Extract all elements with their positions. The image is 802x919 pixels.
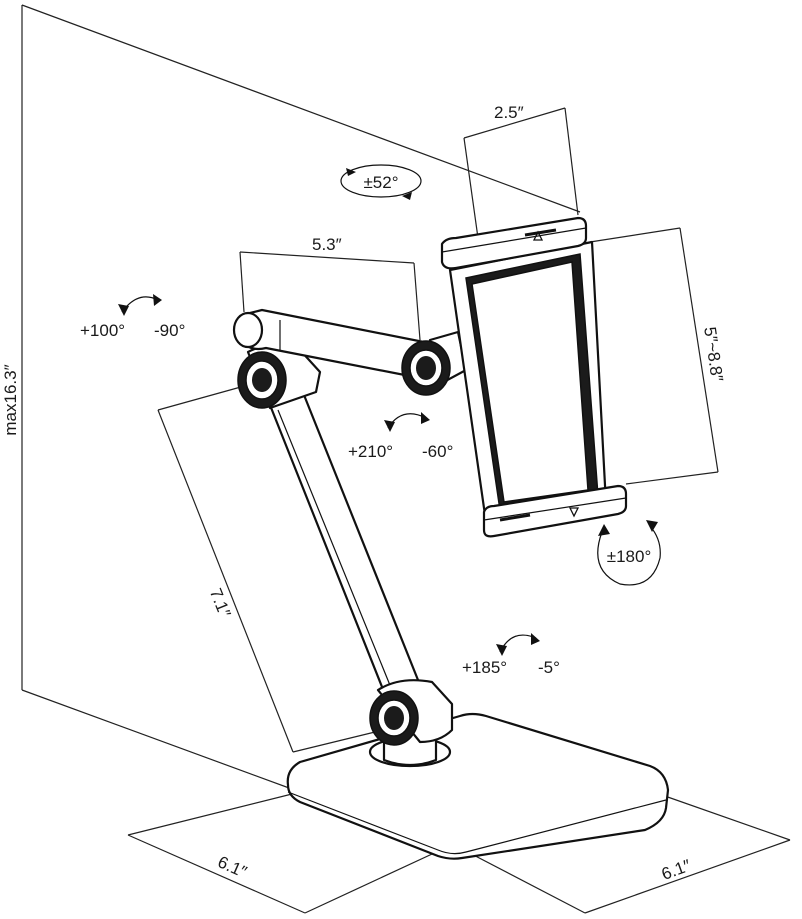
arrow-icon xyxy=(153,294,162,306)
arrow-icon xyxy=(384,420,395,432)
arrow-icon xyxy=(646,520,658,532)
swivel-label: ±52° xyxy=(363,173,398,192)
tablet-range-dimension: 5″~8.8″ xyxy=(589,227,727,485)
base-depth-label: 6.1″ xyxy=(215,852,250,881)
arrow-icon xyxy=(402,192,412,200)
elbow-down-label: -90° xyxy=(154,321,185,340)
lower-arm xyxy=(266,383,424,704)
lower-arm-label: 7.1″ xyxy=(206,586,235,621)
holder-spin-label: ±180° xyxy=(607,547,652,566)
upper-arm xyxy=(232,308,446,380)
arrow-icon xyxy=(598,524,610,536)
upper-arm-label: 5.3″ xyxy=(312,235,342,254)
holder-up-label: +210° xyxy=(348,442,393,461)
holder-rotation-indicator: +210° -60° xyxy=(348,412,453,461)
tablet-holder xyxy=(440,216,628,538)
elbow-up-label: +100° xyxy=(80,321,125,340)
clamp-width-dimension: 2.5″ xyxy=(463,103,579,239)
base-joint xyxy=(369,679,454,746)
wall-reference-lines xyxy=(21,4,581,793)
release-arrow-icon xyxy=(568,507,580,518)
upper-arm-dimension: 5.3″ xyxy=(239,235,421,341)
base-width-label: 6.1″ xyxy=(659,856,693,884)
clamp-width-label: 2.5″ xyxy=(494,103,524,122)
elbow-rotation-indicator: +100° -90° xyxy=(80,294,185,340)
holder-down-label: -60° xyxy=(422,442,453,461)
base-depth-dimension: 6.1″ xyxy=(127,791,446,914)
base-up-label: +185° xyxy=(462,658,507,677)
arrow-icon xyxy=(531,633,540,645)
release-arrow-icon xyxy=(532,230,544,241)
holder-joint xyxy=(401,330,468,396)
arrow-icon xyxy=(346,168,356,176)
max-height-label: max16.3″ xyxy=(1,364,20,435)
base-down-label: -5° xyxy=(538,658,560,677)
base-rotation-indicator: +185° -5° xyxy=(462,633,560,677)
stand-base xyxy=(286,712,670,860)
tablet-range-label: 5″~8.8″ xyxy=(700,326,726,383)
swivel-rotation-indicator: ±52° xyxy=(340,164,422,200)
elbow-joint xyxy=(237,344,322,410)
arrow-icon xyxy=(496,644,507,656)
arrow-icon xyxy=(118,304,129,316)
holder-spin-indicator: ±180° xyxy=(597,520,661,586)
arrow-icon xyxy=(421,412,430,424)
